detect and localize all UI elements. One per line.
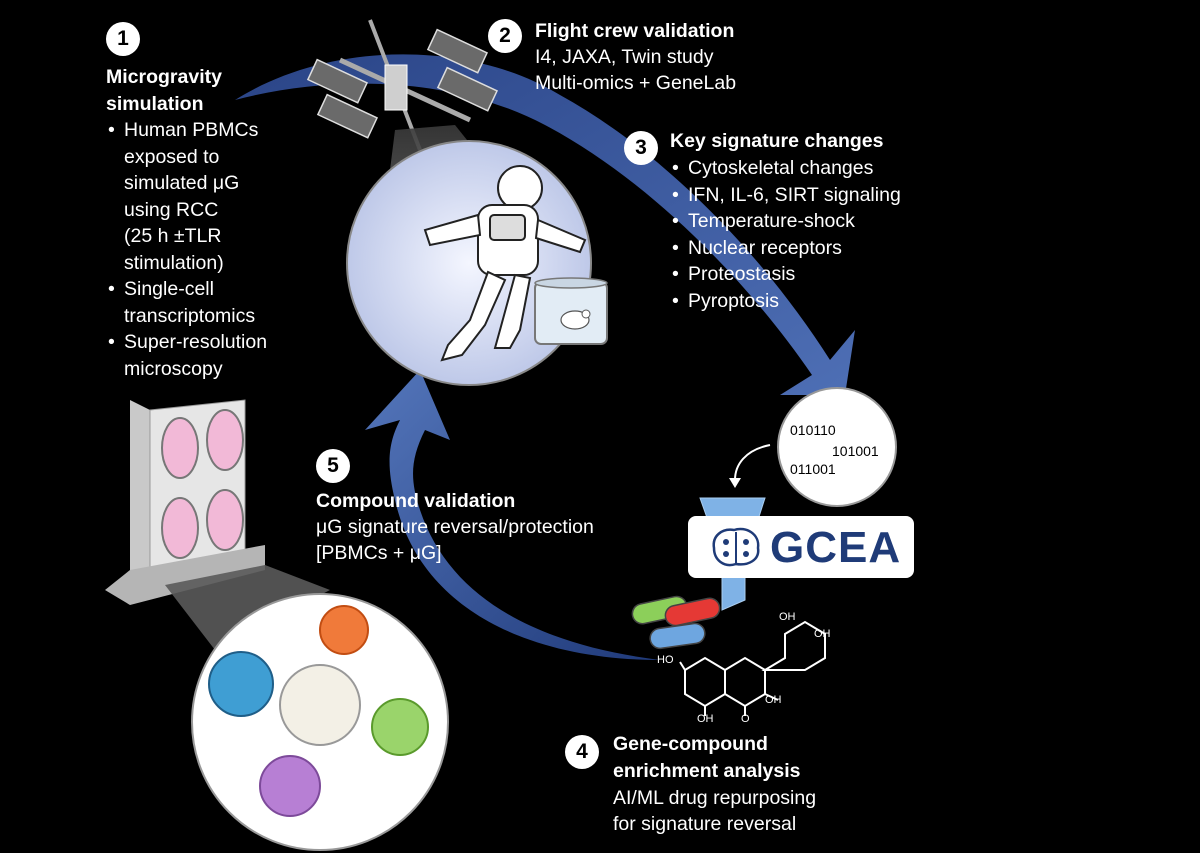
- step-2-title: Flight crew validation: [535, 20, 735, 42]
- cell-icons: [208, 605, 429, 817]
- step-1-title-line1: Microgravity: [106, 66, 222, 88]
- molecule-oh-top1: OH: [779, 611, 796, 623]
- step-3-bullets: Cytoskeletal changes IFN, IL-6, SIRT sig…: [670, 155, 901, 314]
- mouse-container-icon: [534, 277, 608, 345]
- step-3-bullet: Temperature-shock: [670, 208, 901, 235]
- step-1-title: Microgravity simulation: [106, 64, 222, 117]
- data-arrow-head: [729, 478, 741, 488]
- step-3-bullet: Cytoskeletal changes: [670, 155, 901, 182]
- step-5-number: 5: [316, 449, 350, 483]
- step-2-line: I4, JAXA, Twin study: [535, 46, 714, 68]
- data-row-2: 101001: [832, 443, 879, 459]
- step-3-bullet: Proteostasis: [670, 261, 901, 288]
- step-3-number: 3: [624, 131, 658, 165]
- step-4-number: 4: [565, 735, 599, 769]
- space-station-icon: [306, 19, 499, 151]
- step-2-line: Multi-omics + GeneLab: [535, 72, 737, 94]
- step-4-title: Gene-compound enrichment analysis: [613, 731, 801, 784]
- device-beam: [165, 565, 330, 650]
- rotating-cell-culture-device: [105, 399, 265, 605]
- astronaut-icon: [423, 165, 587, 362]
- gcea-box: [688, 516, 914, 578]
- step-4-title-line1: Gene-compound: [613, 733, 768, 755]
- pills-icon: [631, 595, 721, 650]
- step-3-title: Key signature changes: [670, 130, 884, 152]
- molecule-ho-left: HO: [657, 654, 674, 666]
- molecule-oh-bottom: OH: [697, 713, 714, 725]
- brain-icon: [712, 527, 760, 567]
- step-1-bullet: Super-resolution microscopy: [106, 329, 267, 382]
- data-row-1: 010110: [790, 422, 836, 438]
- data-row-3: 011001: [790, 461, 836, 477]
- step-3-bullet: IFN, IL-6, SIRT signaling: [670, 182, 901, 209]
- data-circle: [777, 387, 897, 507]
- step-1-bullet: Human PBMCs exposed to simulated μG usin…: [106, 117, 267, 276]
- step-4-line: for signature reversal: [613, 813, 797, 835]
- step-5-title: Compound validation: [316, 490, 516, 512]
- step-1-bullet: Single-cell transcriptomics: [106, 276, 267, 329]
- step-3-bullet: Pyroptosis: [670, 288, 901, 315]
- step-1-number: 1: [106, 22, 140, 56]
- step-1-title-line2: simulation: [106, 92, 204, 115]
- cycle-arrow-bottom: [365, 370, 660, 660]
- data-to-funnel-arrow: [734, 444, 771, 481]
- molecule-o-bottom: O: [741, 713, 750, 725]
- step-4-line: AI/ML drug repurposing: [613, 787, 817, 809]
- astronaut-bubble: [346, 140, 592, 386]
- step-3-bullet: Nuclear receptors: [670, 235, 901, 262]
- step-1-bullets: Human PBMCs exposed to simulated μG usin…: [106, 117, 267, 382]
- gcea-label: GCEA: [770, 523, 902, 572]
- cycle-arrow-top: [235, 54, 855, 395]
- step-2-number: 2: [488, 19, 522, 53]
- flavonoid-molecule-icon: [679, 620, 826, 716]
- step-5-line: [PBMCs + μG]: [316, 542, 442, 564]
- molecule-oh-right: OH: [765, 694, 782, 706]
- molecule-oh-top2: OH: [814, 628, 831, 640]
- step-4-title-line2: enrichment analysis: [613, 759, 801, 782]
- step-5-line: μG signature reversal/protection: [316, 516, 594, 538]
